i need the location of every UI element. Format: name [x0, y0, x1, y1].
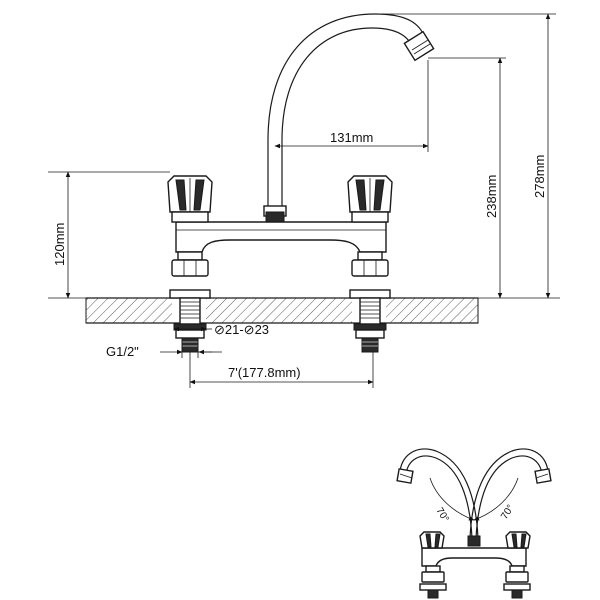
dimension-hole-diameter: ⊘21-⊘23 — [173, 322, 269, 337]
right-handle — [347, 175, 393, 223]
right-thread — [359, 297, 381, 325]
dimension-total-height: 278mm — [375, 13, 556, 299]
center-distance-label: 7'(177.8mm) — [228, 365, 301, 380]
handle-height-label: 120mm — [52, 223, 67, 266]
dimension-outlet-height: 238mm — [428, 57, 560, 299]
dimension-handle-height: 120mm — [48, 171, 170, 299]
dimension-center-distance: 7'(177.8mm) — [189, 352, 374, 388]
spout-base-nut — [263, 205, 287, 223]
right-tail — [361, 337, 379, 353]
spout-reach-label: 131mm — [330, 130, 373, 145]
thread-size-label: G1/2" — [106, 344, 139, 359]
right-valve — [347, 175, 393, 353]
total-height-label: 278mm — [532, 155, 547, 198]
swivel-right-spout — [469, 448, 552, 539]
left-thread — [179, 297, 201, 325]
spout — [263, 13, 435, 223]
hole-diameter-label: ⊘21-⊘23 — [214, 322, 269, 337]
swivel-detail: 70° 70° — [396, 448, 552, 599]
outlet-height-label: 238mm — [484, 175, 499, 218]
swivel-left-angle: 70° — [433, 506, 450, 525]
swivel-mini-body — [419, 531, 531, 599]
right-hex-nut — [351, 259, 389, 277]
dimension-spout-reach: 131mm — [274, 60, 429, 152]
swivel-left-spout — [396, 448, 479, 539]
left-valve — [167, 175, 213, 353]
left-tail — [181, 337, 199, 353]
countertop — [85, 296, 479, 324]
spout-aerator — [403, 30, 435, 62]
left-handle — [167, 175, 213, 223]
dimension-thread: G1/2" — [106, 338, 222, 359]
left-hex-nut — [171, 259, 209, 277]
swivel-right-angle: 70° — [499, 503, 516, 522]
bridge-body — [175, 221, 387, 253]
